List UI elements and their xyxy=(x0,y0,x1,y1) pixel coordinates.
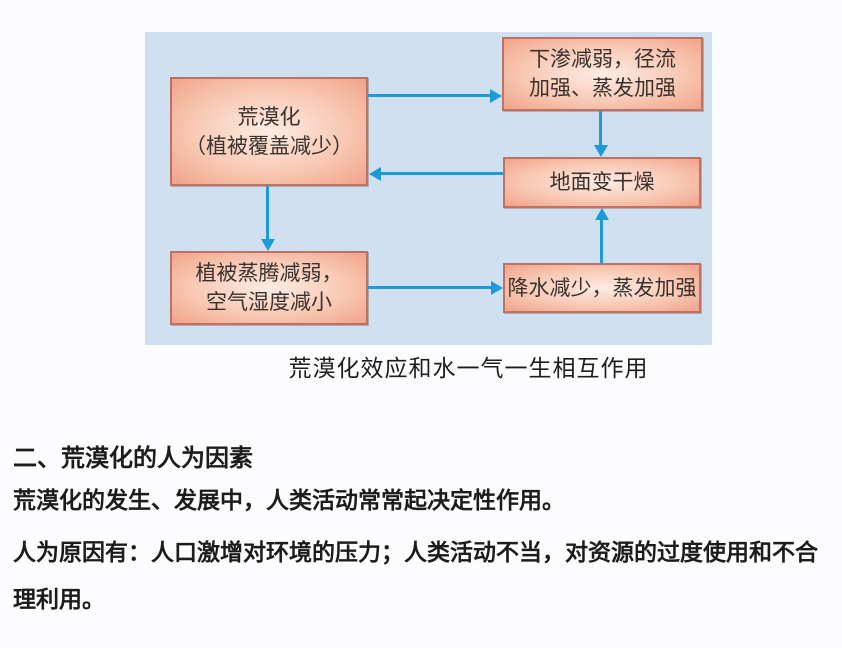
box-line: 加强、蒸发加强 xyxy=(529,76,676,100)
arrow-desertification-to-infiltration-icon xyxy=(368,94,490,97)
diagram-panel: 荒漠化 （植被覆盖减少） 下渗减弱，径流 加强、蒸发加强 植被蒸腾减弱， 空气湿… xyxy=(145,32,712,345)
box-precipitation-evaporation: 降水减少，蒸发加强 xyxy=(503,263,701,313)
diagram-caption: 荒漠化效应和水一气一生相互作用 xyxy=(288,356,649,382)
arrow-ground-dry-to-desertification-icon xyxy=(381,172,503,175)
arrow-precipitation-to-ground-dry-icon xyxy=(600,220,603,263)
box-line: 下渗减弱，径流 xyxy=(529,47,676,71)
box-line: 降水减少，蒸发加强 xyxy=(507,275,697,300)
box-ground-dry: 地面变干燥 xyxy=(503,157,701,208)
box-line: 地面变干燥 xyxy=(549,170,655,194)
box-transpiration-humidity: 植被蒸腾减弱， 空气湿度减小 xyxy=(170,251,368,325)
arrow-infiltration-to-ground-dry-icon xyxy=(599,111,602,145)
box-line: 空气湿度减小 xyxy=(206,290,332,314)
box-desertification: 荒漠化 （植被覆盖减少） xyxy=(170,77,368,186)
arrow-transpiration-to-precipitation-icon xyxy=(368,286,491,289)
section-heading: 二、荒漠化的人为因素 xyxy=(13,445,253,472)
arrow-desertification-to-transpiration-icon xyxy=(266,186,269,239)
box-line: 荒漠化 xyxy=(237,104,301,129)
box-line: （植被覆盖减少） xyxy=(185,133,353,158)
paragraph-human-causes: 人为原因有：人口激增对环境的压力；人类活动不当，对资源的过度使用和不合理利用。 xyxy=(13,539,818,612)
paragraph-human-role: 荒漠化的发生、发展中，人类活动常常起决定性作用。 xyxy=(13,487,565,513)
box-line: 植被蒸腾减弱， xyxy=(195,261,343,285)
box-infiltration-runoff: 下渗减弱，径流 加强、蒸发加强 xyxy=(502,37,703,111)
